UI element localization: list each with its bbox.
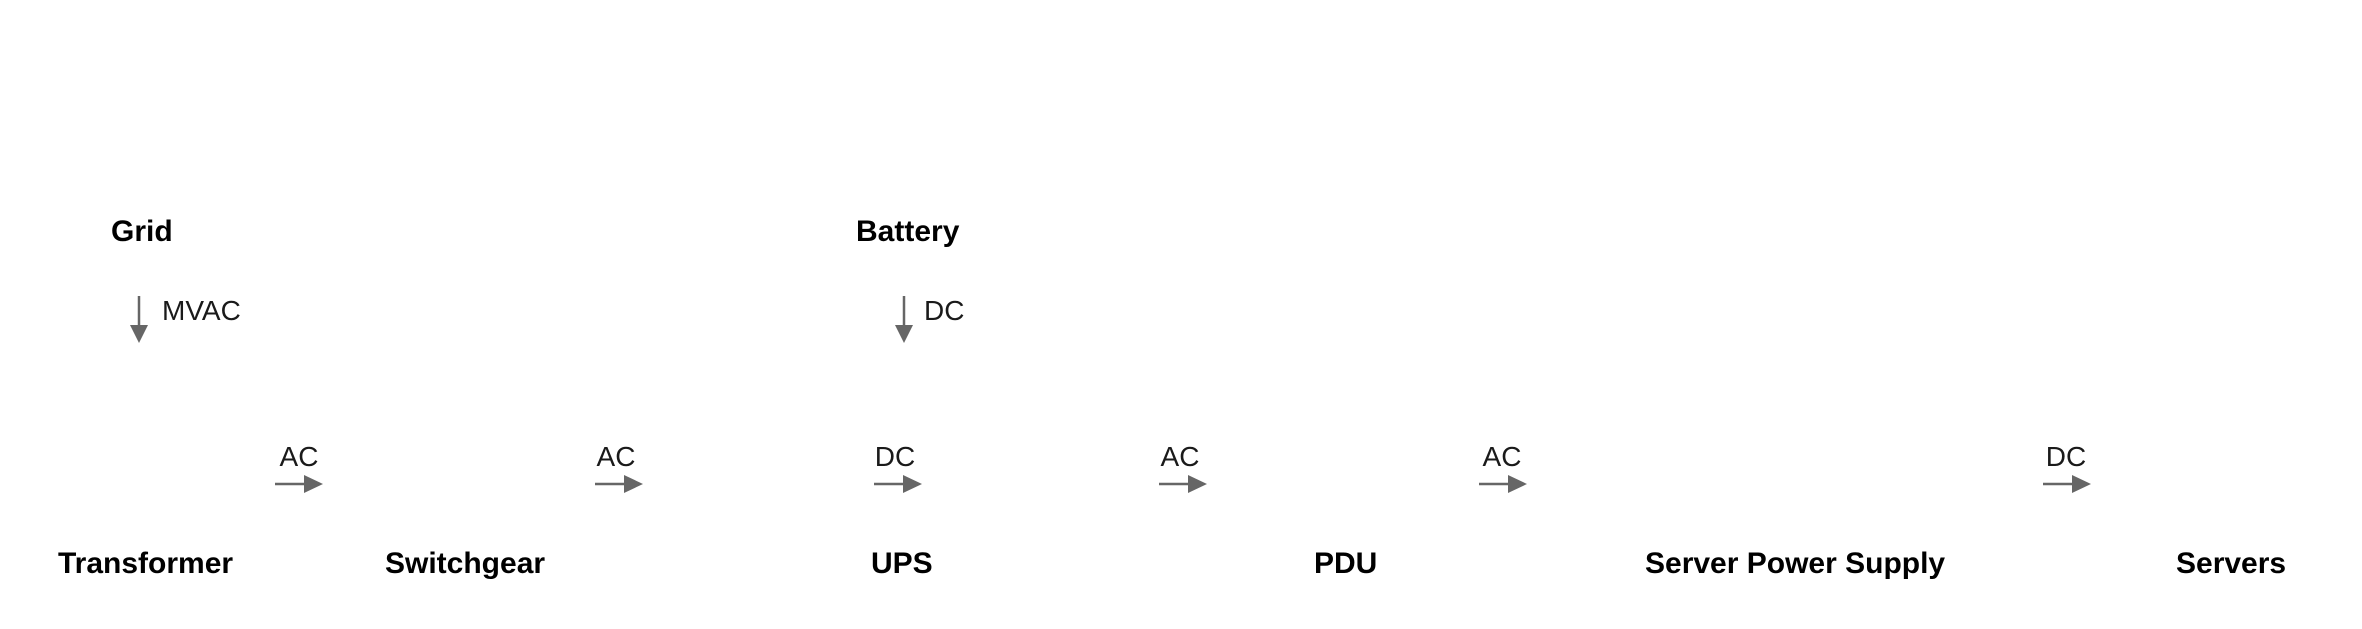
flow-ups-to-pdu: AC [1159,441,1207,493]
arrow-down-icon [130,325,148,343]
flow-label: AC [1483,441,1522,472]
arrow-right-icon [2072,475,2091,493]
flow-pdu-to-server-power-supply: AC [1479,441,1527,493]
arrow-down-icon [895,325,913,343]
flow-label: DC [875,441,915,472]
node-server-power-supply: Server Power Supply [1645,547,1945,580]
flow-server-power-supply-to-servers: DC [2043,441,2091,493]
node-pdu: PDU [1314,547,1377,580]
arrow-right-icon [903,475,922,493]
flow-label: AC [597,441,636,472]
node-battery: Battery [856,215,960,248]
arrow-right-icon [1508,475,1527,493]
arrow-right-icon [624,475,643,493]
node-switchgear: Switchgear [385,547,545,580]
flow-switchgear-to-ups: AC [595,441,643,493]
node-grid: Grid [111,215,173,248]
flow-label: AC [280,441,319,472]
flow-label-dc: DC [924,295,964,326]
arrow-right-icon [1188,475,1207,493]
flow-battery-to-ups: DC [895,295,964,343]
node-ups: UPS [871,547,933,580]
flow-transformer-to-switchgear: AC [275,441,323,493]
node-transformer: Transformer [58,547,233,580]
flow-label-mvac: MVAC [162,295,241,326]
flow-ups-dc: DC [874,441,922,493]
flow-grid-to-transformer: MVAC [130,295,241,343]
flow-label: AC [1161,441,1200,472]
node-servers: Servers [2176,547,2286,580]
arrow-right-icon [304,475,323,493]
flow-label: DC [2046,441,2086,472]
